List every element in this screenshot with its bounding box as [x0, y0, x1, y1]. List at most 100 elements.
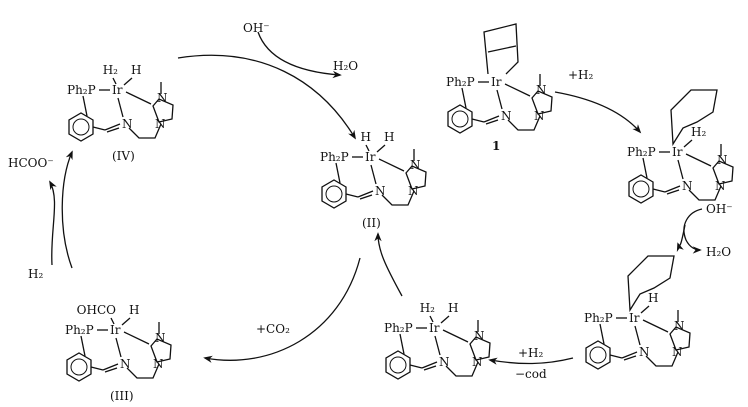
imidazole-n3-label: N [715, 179, 726, 193]
reagent-oh-top: OH⁻ [243, 21, 270, 35]
arrow-oh-in-right [683, 208, 703, 254]
arrow-1-to-codH2 [554, 91, 642, 134]
ethylene-linker [507, 115, 541, 131]
imine-double [106, 127, 120, 133]
p-aryl-bond [642, 157, 648, 179]
ir-n-bond [496, 89, 503, 110]
imidazole-ring [712, 160, 734, 185]
imidazole-n1-label: N [474, 329, 485, 343]
phosphine-label: Ph₂P [446, 75, 475, 89]
p-aryl-bond [82, 95, 88, 117]
imine-nitrogen-label: N [639, 345, 650, 359]
aromatic-circle [389, 356, 407, 374]
p-aryl-bond [461, 87, 467, 109]
p-aryl-bond [80, 335, 86, 357]
ligand-left-bond [110, 317, 115, 325]
aromatic-circle [632, 180, 650, 198]
iridium-label: Ir [629, 311, 640, 325]
imine-nitrogen-label: N [501, 109, 512, 123]
reagent-h2-left: H₂ [28, 267, 43, 281]
phosphine-label: Ph₂P [320, 150, 349, 164]
reagent-h2o-right: H₂O [706, 245, 731, 259]
imidazole-n3-label: N [408, 184, 419, 198]
ligand-right: H [131, 63, 141, 77]
reagent-h2-bottom: +H₂ [518, 346, 544, 360]
aromatic-circle [325, 185, 343, 203]
ethylene-linker [688, 185, 722, 201]
ir-carbene-bond [685, 153, 712, 167]
arrow-h2-in-hcoo-out [49, 180, 57, 266]
ir-carbene-bond [504, 83, 531, 97]
ethylene-linker [645, 351, 679, 367]
imine-nitrogen-label: N [682, 179, 693, 193]
ir-n-bond [115, 337, 122, 358]
ir-carbene-bond [125, 91, 152, 105]
compound-label: (IV) [112, 149, 135, 163]
ethylene-linker [381, 190, 415, 206]
imidazole-ring [152, 98, 174, 123]
imidazole-n3-label: N [534, 109, 545, 123]
imine-double [359, 194, 373, 200]
reagent-co2: +CO₂ [256, 322, 290, 336]
imine-double [623, 355, 637, 361]
ir-carbene-bond [442, 329, 469, 343]
aromatic-circle [72, 118, 90, 136]
aryl-imine-bond [409, 364, 423, 369]
imine-double [104, 367, 118, 373]
p-aryl-bond [335, 162, 341, 184]
imine-bond [621, 351, 638, 359]
phosphine-label: Ph₂P [584, 311, 613, 325]
iridium-label: Ir [112, 83, 123, 97]
imine-nitrogen-label: N [439, 355, 450, 369]
ir-n-bond [677, 159, 684, 180]
benzene-ring [66, 352, 92, 382]
ligand-right: H₂ [691, 125, 706, 139]
ligand-right: H [448, 301, 458, 315]
ligand-right: H [129, 303, 139, 317]
p-aryl-bond [399, 333, 405, 355]
imine-double [423, 365, 437, 371]
imidazole-n1-label: N [536, 83, 547, 97]
imine-bond [102, 363, 119, 371]
arrows [49, 31, 703, 365]
benzene-ring [628, 174, 654, 204]
iridium-label: Ir [491, 75, 502, 89]
ir-carbene-bond [123, 331, 150, 345]
ligand-right: H [648, 291, 658, 305]
ligand-left: H [361, 130, 371, 144]
imine-double [485, 119, 499, 125]
reagent-h2-right: +H₂ [568, 68, 594, 82]
compound-label: 1 [492, 139, 500, 153]
benzene-ring [385, 350, 411, 380]
imine-nitrogen-label: N [375, 184, 386, 198]
arrow-oh-in-top [257, 31, 342, 79]
ir-n-bond [434, 335, 441, 356]
imidazole-ring [669, 326, 691, 351]
reagent-cod-removed: −cod [515, 367, 547, 381]
imidazole-n3-label: N [155, 117, 166, 131]
imidazole-ring [531, 90, 553, 115]
reagent-labels: OH⁻ H₂O +H₂ OH⁻ H₂O +H₂ −cod +CO₂ H₂ HCO… [8, 21, 733, 381]
ethylene-linker [445, 361, 479, 377]
cod-ligand [670, 89, 718, 147]
imidazole-n3-label: N [153, 357, 164, 371]
arrow-II-to-III [203, 257, 361, 363]
imine-nitrogen-label: N [120, 357, 131, 371]
imine-bond [664, 185, 681, 193]
aromatic-circle [451, 110, 469, 128]
aryl-imine-bond [90, 366, 104, 371]
phosphine-label: Ph₂P [65, 323, 94, 337]
iridium-label: Ir [365, 150, 376, 164]
ligand-right-bond [121, 317, 131, 326]
imine-bond [483, 115, 500, 123]
ligand-right-bond [683, 139, 693, 148]
phosphine-label: Ph₂P [67, 83, 96, 97]
imidazole-n3-label: N [472, 355, 483, 369]
imine-bond [104, 123, 121, 131]
imidazole-n3-label: N [672, 345, 683, 359]
